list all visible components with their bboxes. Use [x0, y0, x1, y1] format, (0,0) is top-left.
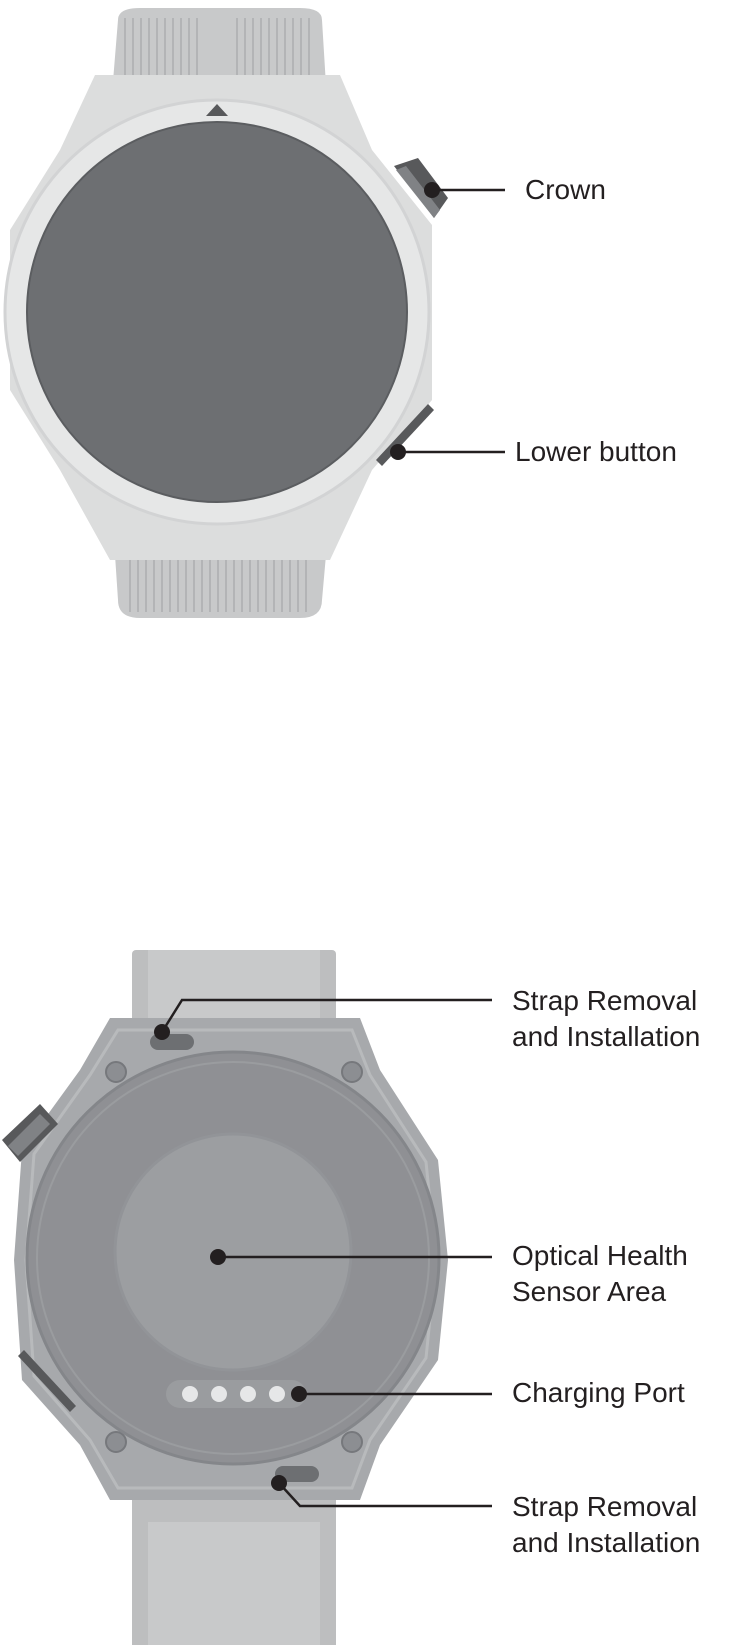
- front-screen: [26, 121, 408, 503]
- back-lower-button: [18, 1350, 76, 1412]
- screw-top-left: [105, 1061, 127, 1083]
- strap-bottom-label: Strap Removal and Installation: [512, 1489, 700, 1561]
- strap-bottom-label-line2: and Installation: [512, 1527, 701, 1558]
- charging-pin-3: [240, 1386, 256, 1402]
- charging-pins: [182, 1386, 285, 1402]
- strap-bottom-label-line1: Strap Removal: [512, 1491, 698, 1522]
- strap-bottom-callout-dot: [271, 1475, 287, 1491]
- strap-top-label-line1: Strap Removal: [512, 985, 698, 1016]
- back-screws: [105, 1061, 363, 1453]
- sensor-label: Optical Health Sensor Area: [512, 1238, 688, 1310]
- crown-label: Crown: [525, 172, 606, 208]
- lower-button-label: Lower button: [515, 434, 677, 470]
- crown-callout-dot: [424, 182, 440, 198]
- back-case-rim: [24, 1028, 438, 1490]
- sensor-label-line2: Sensor Area: [512, 1276, 667, 1307]
- charging-pin-1: [182, 1386, 198, 1402]
- strap-top-label-line2: and Installation: [512, 1021, 701, 1052]
- back-crown: [2, 1104, 58, 1162]
- charging-port: [166, 1380, 306, 1408]
- optical-sensor-area: [113, 1132, 353, 1372]
- crown-label-text: Crown: [525, 174, 606, 205]
- strap-top-callout-dot: [154, 1024, 170, 1040]
- screw-top-right: [341, 1061, 363, 1083]
- lower-button-label-text: Lower button: [515, 436, 677, 467]
- lower-button-callout-dot: [390, 444, 406, 460]
- charging-port-label-text: Charging Port: [512, 1377, 685, 1408]
- front-view: [3, 8, 505, 618]
- charging-pin-4: [269, 1386, 285, 1402]
- back-view: [2, 950, 492, 1645]
- crown-button: [394, 158, 448, 218]
- charging-pin-2: [211, 1386, 227, 1402]
- charging-port-callout-dot: [291, 1386, 307, 1402]
- sensor-callout-dot: [210, 1249, 226, 1265]
- back-leader-lines: [160, 998, 492, 1508]
- charging-port-label: Charging Port: [512, 1375, 685, 1411]
- sensor-label-line1: Optical Health: [512, 1240, 688, 1271]
- front-leader-lines: [398, 188, 505, 454]
- screw-bottom-left: [105, 1431, 127, 1453]
- strap-top-label: Strap Removal and Installation: [512, 983, 700, 1055]
- screw-bottom-right: [341, 1431, 363, 1453]
- twelve-oclock-marker: [206, 104, 228, 116]
- back-bottom-strap-inner: [148, 1522, 320, 1645]
- strap-release-bottom: [275, 1466, 319, 1482]
